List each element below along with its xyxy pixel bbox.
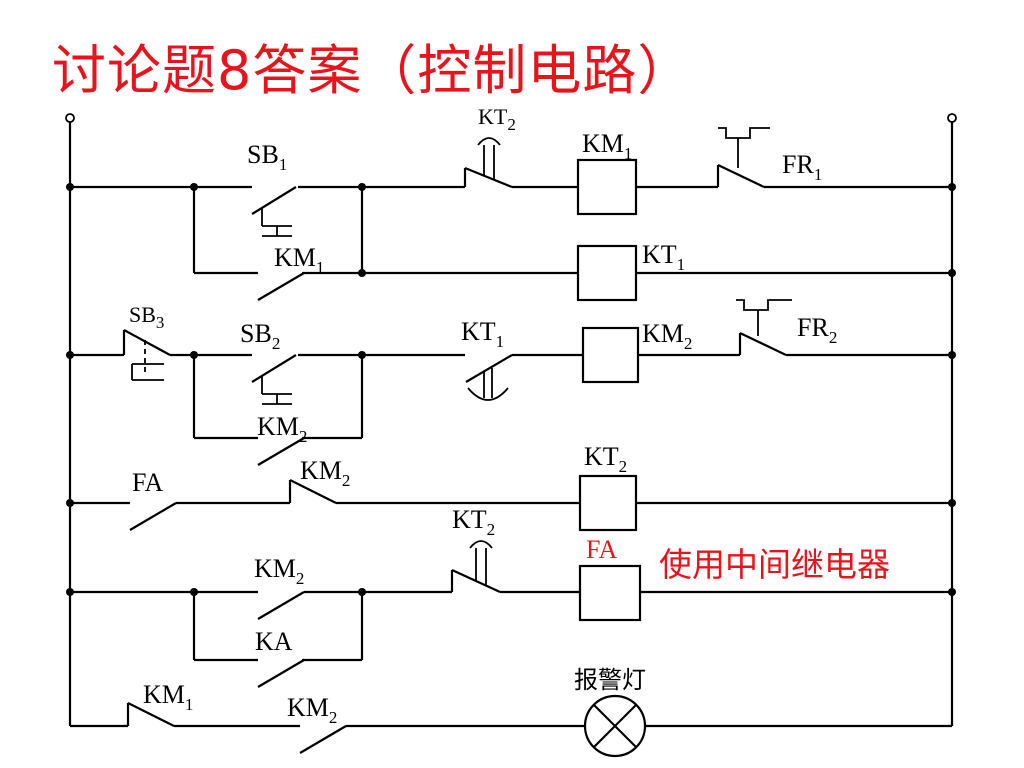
sb3-stop-button [122,329,171,381]
fa-coil [578,564,642,622]
row-3-wiring [66,499,956,507]
kt1-coil [576,244,638,302]
fr1-label: FR1 [782,150,822,184]
km2-holding-label: KM2 [257,412,307,446]
km1-holding-label: KM1 [274,243,324,277]
kt1-delay-label: KT1 [461,317,504,351]
fa-contact [129,502,177,531]
km2-nc-label: KM2 [300,456,350,490]
row-4-wiring [66,588,956,662]
kt2-coil [578,474,638,532]
fa-contact-label: FA [132,468,164,497]
kt2-top-label: KT2 [478,104,516,134]
sb3-label: SB3 [129,302,164,332]
sb1-label: SB1 [247,140,287,174]
km1-lamp-label: KM1 [143,680,193,714]
alarm-lamp [583,694,647,758]
km1-coil-label: KM1 [582,129,632,163]
km2-no-label: KM2 [254,554,304,588]
kt1-coil-label: KT1 [642,240,685,274]
kt2-nc-timed-contact-bottom [450,540,501,593]
right-rail [947,113,957,726]
km2-holding-contact [257,437,305,466]
kt2-nc-timed-contact-top [463,137,513,189]
km2-coil-label: KM2 [642,319,692,353]
km1-nc-lamp-contact [126,702,175,727]
relay-note: 使用中间继电器 [659,545,890,584]
km2-coil [581,326,640,384]
km2-no-contact [257,591,305,620]
fa-coil-label: FA [586,535,618,564]
page-title: 讨论题8答案（控制电路） [52,39,693,102]
kt2-coil-label: KT2 [584,442,627,476]
kt2-bottom-label: KT2 [452,505,495,539]
row-1-wiring [66,183,956,277]
km1-holding-contact [257,272,305,301]
kt1-timed-contact [465,354,513,401]
km2-no-lamp-contact [299,725,347,754]
km2-nc-contact [288,479,337,504]
row-2-wiring [66,351,956,440]
ka-contact-label: KA [255,627,293,656]
km2-lamp-label: KM2 [287,693,337,727]
sb2-pushbutton [251,354,297,405]
sb2-label: SB2 [240,319,280,353]
km1-coil [576,158,638,216]
alarm-lamp-label: 报警灯 [574,666,646,694]
sb1-pushbutton [251,186,297,237]
fr2-overload-contact [736,299,792,356]
fr2-label: FR2 [797,313,837,347]
left-rail [65,113,75,726]
ka-holding-contact [257,659,305,688]
fr1-overload-contact [716,127,770,188]
